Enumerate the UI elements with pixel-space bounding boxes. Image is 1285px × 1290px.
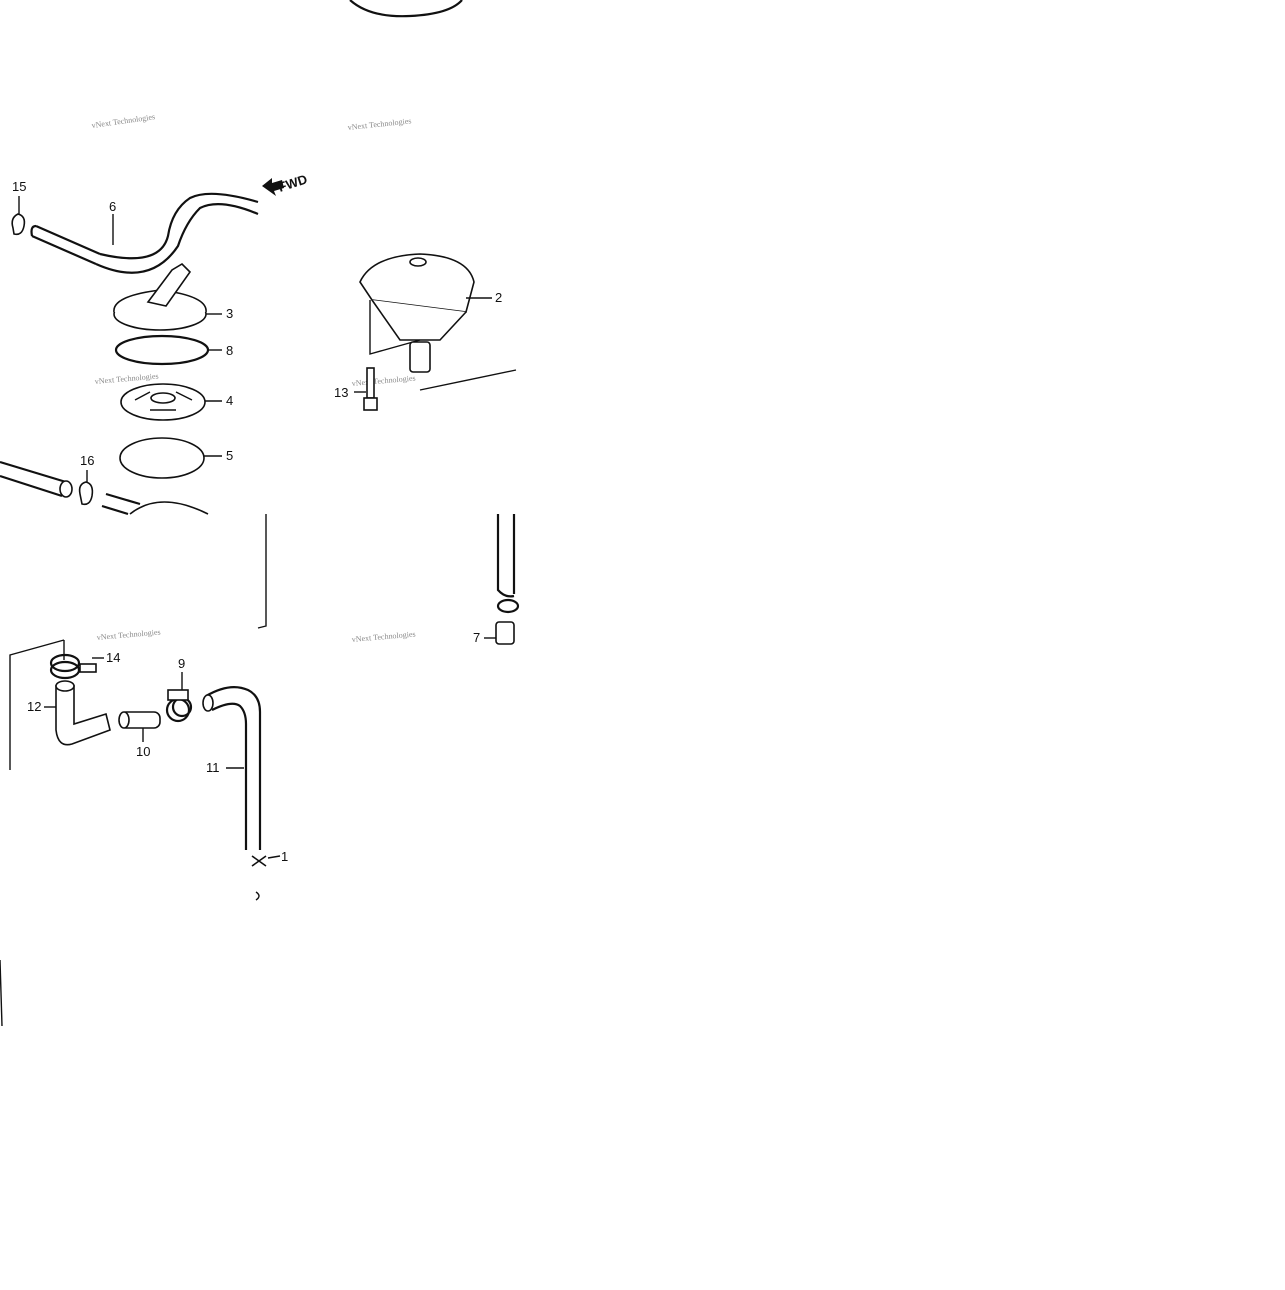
part-9-clamp — [165, 672, 193, 723]
part-2-housing — [359, 253, 517, 391]
callout-12: 12 — [27, 699, 41, 714]
watermark-5: vNext Technologies — [96, 627, 160, 642]
fwd-arrow-icon — [262, 178, 284, 196]
callout-14: 14 — [106, 650, 120, 665]
callout-9: 9 — [178, 656, 185, 671]
watermark-4: vNext Technologies — [351, 373, 415, 388]
callout-15: 15 — [12, 179, 26, 194]
callout-7: 7 — [473, 630, 480, 645]
part-3-cover — [113, 262, 222, 331]
part-1-clip — [251, 855, 281, 901]
part-4-plate — [120, 383, 222, 421]
frame-lines — [0, 514, 267, 1027]
watermark-2: vNext Technologies — [347, 116, 412, 132]
part-5-diaphragm — [119, 437, 222, 479]
callout-5: 5 — [226, 448, 233, 463]
watermark-1: vNext Technologies — [91, 112, 156, 130]
callout-1: 1 — [281, 849, 288, 864]
callout-2: 2 — [495, 290, 502, 305]
callout-11: 11 — [206, 760, 220, 775]
part-6-hose — [30, 192, 259, 274]
callout-4: 4 — [226, 393, 233, 408]
watermark-3: vNext Technologies — [94, 371, 158, 386]
callout-3: 3 — [226, 306, 233, 321]
top-hose-fragment — [349, 0, 463, 18]
callouts: 15 6 3 8 4 5 16 2 13 7 14 9 12 10 11 1 — [12, 179, 502, 864]
fwd-label: FWD — [276, 171, 309, 194]
part-15-clip — [11, 196, 26, 236]
part-11-hose — [202, 685, 262, 850]
part-7-fitting — [484, 514, 520, 645]
callout-16: 16 — [80, 453, 94, 468]
watermark-6: vNext Technologies — [351, 629, 415, 644]
part-10-connector — [118, 711, 161, 742]
callout-13: 13 — [334, 385, 348, 400]
fwd-arrow: FWD — [262, 171, 309, 196]
callout-6: 6 — [109, 199, 116, 214]
part-16-clip — [0, 460, 209, 516]
part-12-elbow — [44, 680, 111, 746]
part-14-clamp — [49, 653, 104, 680]
callout-8: 8 — [226, 343, 233, 358]
part-13-bolt — [354, 367, 378, 411]
part-8-oring — [114, 334, 222, 366]
callout-10: 10 — [136, 744, 150, 759]
